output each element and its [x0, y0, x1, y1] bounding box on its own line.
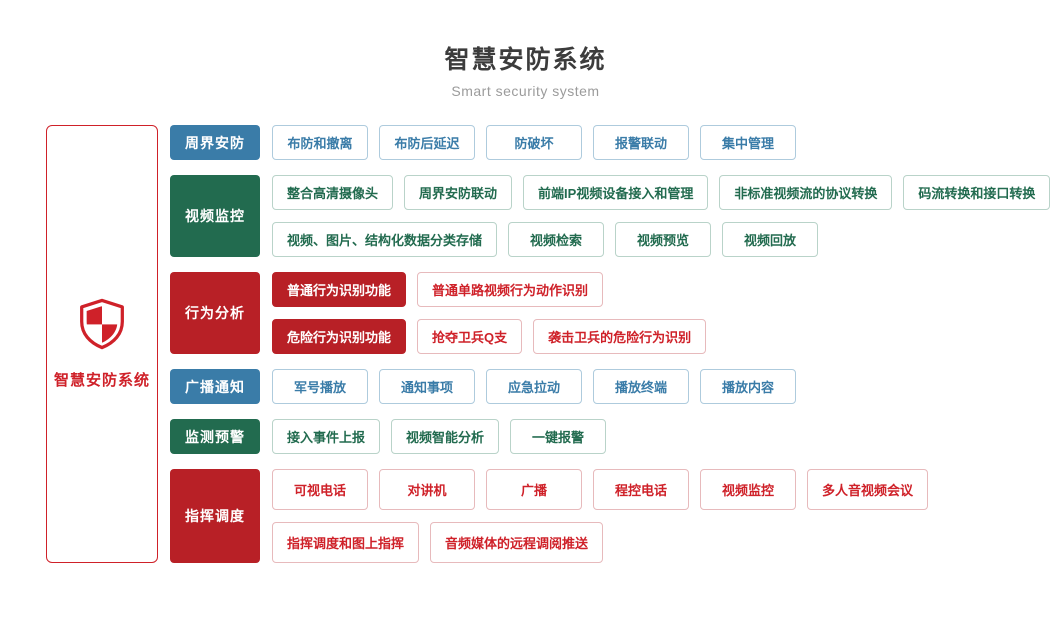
feature-box: 视频、图片、结构化数据分类存储	[272, 222, 498, 257]
feature-box: 可视电话	[272, 469, 368, 510]
feature-line: 可视电话对讲机广播程控电话视频监控多人音视频会议	[272, 469, 929, 510]
feature-box: 码流转换和接口转换	[903, 175, 1051, 210]
feature-box: 程控电话	[593, 469, 689, 510]
group-1: 周界安防布防和撤离布防后延迟防破坏报警联动集中管理	[170, 125, 1050, 160]
feature-box: 周界安防联动	[404, 175, 513, 210]
feature-line: 视频、图片、结构化数据分类存储视频检索视频预览视频回放	[272, 222, 1050, 257]
feature-box: 布防和撤离	[272, 125, 368, 160]
feature-groups: 周界安防布防和撤离布防后延迟防破坏报警联动集中管理视频监控整合高清摄像头周界安防…	[170, 125, 1051, 563]
feature-lines: 整合高清摄像头周界安防联动前端IP视频设备接入和管理非标准视频流的协议转换码流转…	[272, 175, 1051, 257]
feature-line: 军号播放通知事项应急拉动播放终端播放内容	[272, 369, 796, 404]
feature-box: 军号播放	[272, 369, 368, 404]
feature-box: 普通行为识别功能	[272, 272, 407, 307]
feature-box: 视频智能分析	[391, 419, 500, 454]
feature-box: 普通单路视频行为动作识别	[417, 272, 604, 307]
feature-box: 音频媒体的远程调阅推送	[430, 522, 604, 563]
feature-box: 视频预览	[615, 222, 712, 257]
feature-lines: 军号播放通知事项应急拉动播放终端播放内容	[272, 369, 796, 404]
category-label: 广播通知	[170, 369, 260, 404]
feature-box: 视频检索	[508, 222, 605, 257]
group-6: 指挥调度可视电话对讲机广播程控电话视频监控多人音视频会议指挥调度和图上指挥音频媒…	[170, 469, 1050, 563]
root-node: 智慧安防系统	[46, 125, 158, 563]
feature-lines: 接入事件上报视频智能分析一键报警	[272, 419, 607, 454]
feature-line: 整合高清摄像头周界安防联动前端IP视频设备接入和管理非标准视频流的协议转换码流转…	[272, 175, 1051, 210]
feature-box: 非标准视频流的协议转换	[719, 175, 893, 210]
page-header: 智慧安防系统 Smart security system	[0, 0, 1051, 99]
feature-box: 布防后延迟	[379, 125, 475, 160]
feature-box: 整合高清摄像头	[272, 175, 394, 210]
page-title: 智慧安防系统	[444, 46, 607, 74]
feature-box: 前端IP视频设备接入和管理	[523, 175, 709, 210]
category-label: 周界安防	[170, 125, 260, 160]
feature-line: 接入事件上报视频智能分析一键报警	[272, 419, 607, 454]
security-system-diagram: 智慧安防系统 周界安防布防和撤离布防后延迟防破坏报警联动集中管理视频监控整合高清…	[46, 125, 1051, 563]
root-node-label: 智慧安防系统	[53, 372, 150, 389]
category-label: 指挥调度	[170, 469, 260, 563]
group-3: 行为分析普通行为识别功能普通单路视频行为动作识别危险行为识别功能抢夺卫兵Q支袭击…	[170, 272, 1050, 354]
feature-box: 播放内容	[700, 369, 796, 404]
feature-box: 视频监控	[700, 469, 796, 510]
feature-line: 指挥调度和图上指挥音频媒体的远程调阅推送	[272, 522, 928, 563]
feature-line: 布防和撤离布防后延迟防破坏报警联动集中管理	[272, 125, 796, 160]
feature-box: 一键报警	[510, 419, 607, 454]
page-subtitle: Smart security system	[451, 83, 600, 99]
feature-box: 袭击卫兵的危险行为识别	[533, 319, 707, 354]
feature-box: 接入事件上报	[272, 419, 381, 454]
feature-box: 通知事项	[379, 369, 475, 404]
feature-box: 视频回放	[722, 222, 819, 257]
feature-box: 对讲机	[379, 469, 475, 510]
group-2: 视频监控整合高清摄像头周界安防联动前端IP视频设备接入和管理非标准视频流的协议转…	[170, 175, 1051, 257]
group-5: 监测预警接入事件上报视频智能分析一键报警	[170, 419, 1050, 454]
feature-box: 播放终端	[593, 369, 689, 404]
category-label: 行为分析	[170, 272, 260, 354]
feature-box: 危险行为识别功能	[272, 319, 407, 354]
feature-box: 防破坏	[486, 125, 582, 160]
feature-line: 普通行为识别功能普通单路视频行为动作识别	[272, 272, 706, 307]
feature-line: 危险行为识别功能抢夺卫兵Q支袭击卫兵的危险行为识别	[272, 319, 707, 354]
feature-lines: 普通行为识别功能普通单路视频行为动作识别危险行为识别功能抢夺卫兵Q支袭击卫兵的危…	[272, 272, 707, 354]
feature-box: 指挥调度和图上指挥	[272, 522, 420, 563]
feature-box: 集中管理	[700, 125, 796, 160]
shield-icon	[76, 298, 128, 355]
feature-box: 应急拉动	[486, 369, 582, 404]
category-label: 视频监控	[170, 175, 260, 257]
feature-box: 抢夺卫兵Q支	[417, 319, 523, 354]
category-label: 监测预警	[170, 419, 260, 454]
feature-lines: 可视电话对讲机广播程控电话视频监控多人音视频会议指挥调度和图上指挥音频媒体的远程…	[272, 469, 929, 563]
feature-box: 广播	[486, 469, 582, 510]
group-4: 广播通知军号播放通知事项应急拉动播放终端播放内容	[170, 369, 1050, 404]
feature-box: 多人音视频会议	[807, 469, 929, 510]
feature-box: 报警联动	[593, 125, 689, 160]
feature-lines: 布防和撤离布防后延迟防破坏报警联动集中管理	[272, 125, 796, 160]
